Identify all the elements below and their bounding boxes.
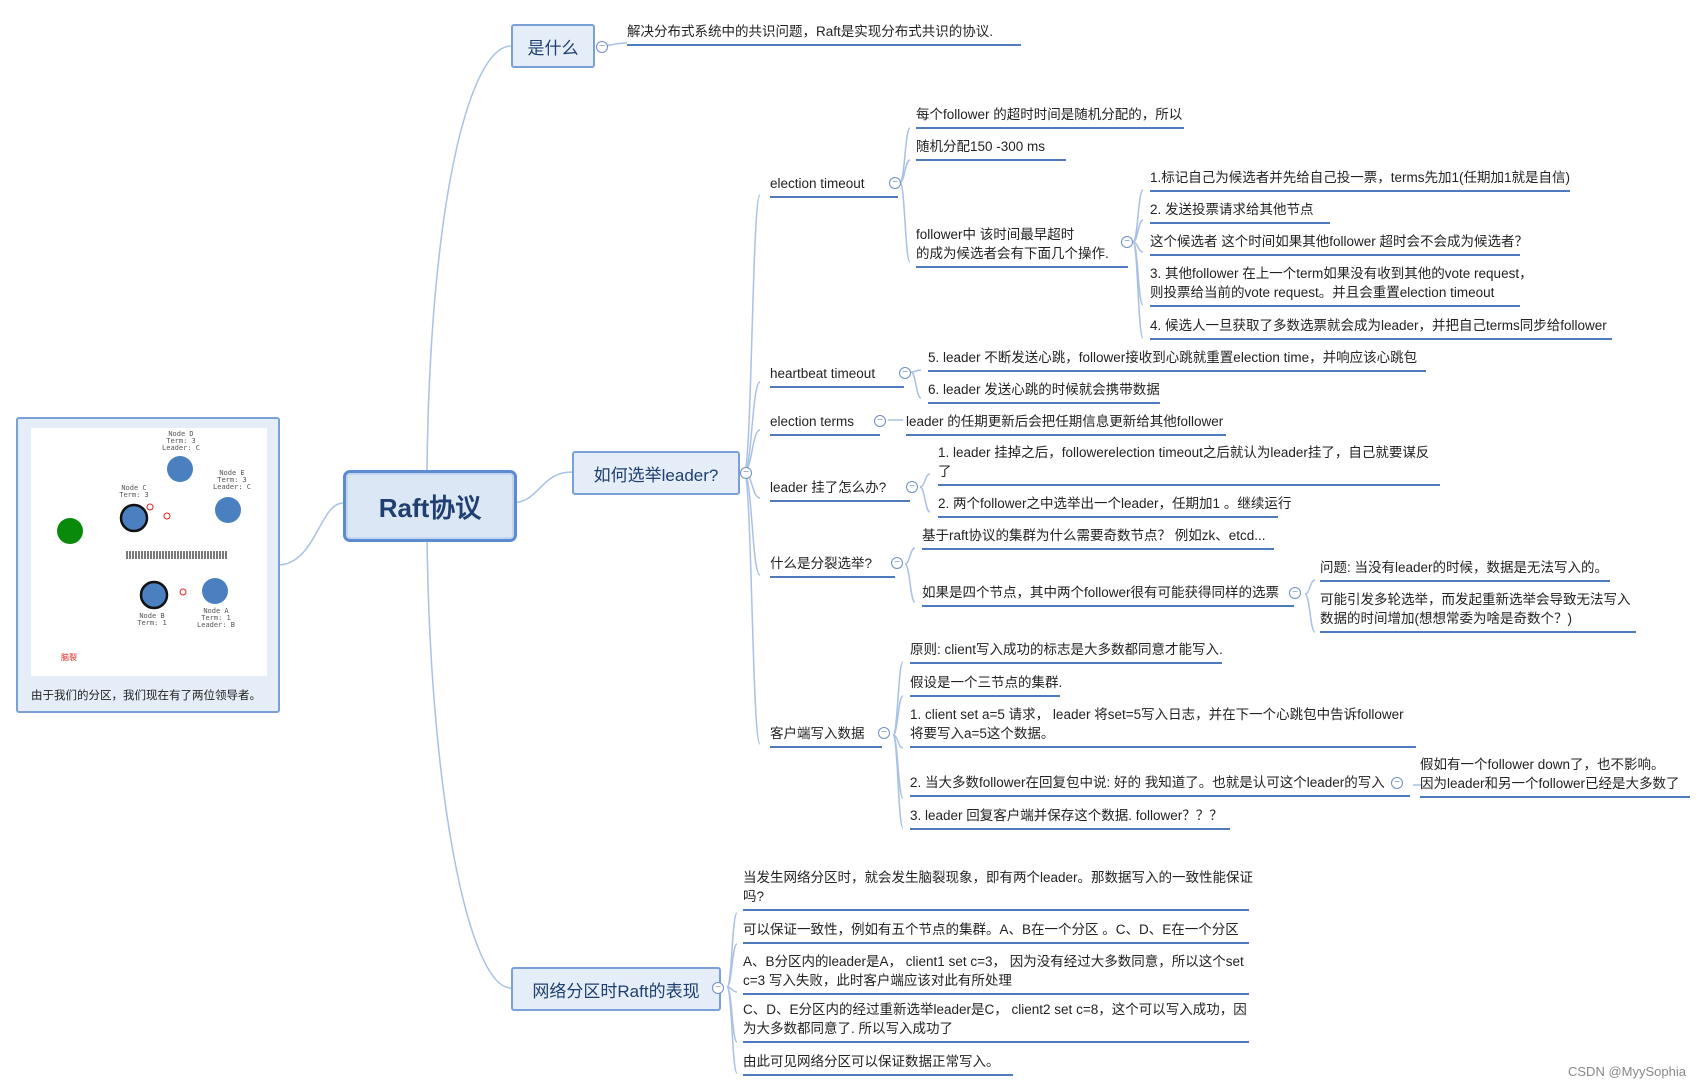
split-brain-label: 脑裂 [61, 653, 77, 662]
topic-elect-label: 如何选举leader? [593, 465, 719, 485]
msg-dot-c [146, 503, 154, 511]
client-write-node[interactable]: 客户端写入数据 [770, 724, 882, 748]
node-d-circle [167, 456, 193, 482]
collapse-client-write-c4-icon[interactable]: − [1391, 777, 1403, 789]
partition-p1[interactable]: 当发生网络分区时，就会发生脑裂现象，即有两个leader。那数据写入的一致性能保… [743, 868, 1253, 911]
client-write-c2[interactable]: 假设是一个三节点的集群. [910, 673, 1062, 697]
topic-what-label: 是什么 [527, 38, 579, 58]
partition-wall [126, 551, 227, 559]
what-description[interactable]: 解决分布式系统中的共识问题，Raft是实现分布式共识的协议. [627, 22, 1021, 46]
client-green-dot [57, 518, 83, 544]
collapse-election-timeout-icon[interactable]: − [889, 177, 901, 189]
collapse-leader-down-icon[interactable]: − [906, 481, 918, 493]
root-label: Raft协议 [378, 492, 482, 523]
collapse-what-icon[interactable]: − [596, 41, 608, 53]
client-write-c4-note[interactable]: 假如有一个follower down了，也不影响。 因为leader和另一个fo… [1420, 755, 1690, 798]
collapse-ops-icon[interactable]: − [1121, 236, 1133, 248]
image-caption: 由于我们的分区，我们现在有了两位领导者。 [31, 690, 261, 702]
election-timeout-node[interactable]: election timeout [770, 174, 898, 198]
partition-p5[interactable]: 由此可见网络分区可以保证数据正常写入。 [743, 1052, 1013, 1076]
cluster-diagram [57, 456, 241, 610]
op-4[interactable]: 4. 候选人一旦获取了多数选票就会成为leader，并把自己terms同步给fo… [1150, 316, 1612, 340]
op-2[interactable]: 2. 发送投票请求给其他节点 [1150, 200, 1330, 224]
op-candidate-question[interactable]: 这个候选者 这个时间如果其他follower 超时会不会成为候选者？ [1150, 232, 1528, 256]
leader-down-c1[interactable]: 1. leader 挂掉之后，followerelection timeout之… [938, 443, 1440, 486]
watermark: CSDN @MyySophia [1568, 1064, 1686, 1079]
msg-dot-ce [163, 512, 171, 520]
heartbeat-node[interactable]: heartbeat timeout [770, 364, 904, 388]
terms-c1[interactable]: leader 的任期更新后会把任期信息更新给其他follower [906, 412, 1226, 436]
split-answer[interactable]: 可能引发多轮选举，而发起重新选举会导致无法写入 数据的时间增加(想想常委为啥是奇… [1320, 590, 1636, 633]
msg-dot-ba [179, 588, 187, 596]
topic-partition[interactable]: 网络分区时Raft的表现 [511, 967, 721, 1011]
leader-down-node[interactable]: leader 挂了怎么办? [770, 478, 910, 502]
collapse-heartbeat-icon[interactable]: − [899, 367, 911, 379]
node-b-circle [139, 580, 169, 610]
topic-partition-label: 网络分区时Raft的表现 [532, 981, 700, 1001]
collapse-terms-icon[interactable]: − [874, 415, 886, 427]
topic-what[interactable]: 是什么 [511, 24, 595, 68]
heartbeat-c2[interactable]: 6. leader 发送心跳的时候就会携带数据 [928, 380, 1160, 404]
op-1[interactable]: 1.标记自己为候选者并先给自己投一票，terms先加1(任期加1就是自信) [1150, 168, 1570, 192]
split-vote-node[interactable]: 什么是分裂选举? [770, 554, 895, 578]
partition-p3[interactable]: A、B分区内的leader是A， client1 set c=3， 因为没有经过… [743, 952, 1249, 995]
client-write-c1[interactable]: 原则: client写入成功的标志是大多数都同意才能写入. [910, 640, 1223, 664]
collapse-split-c2-icon[interactable]: − [1289, 587, 1301, 599]
leader-down-c2[interactable]: 2. 两个follower之中选举出一个leader，任期加1 。继续运行 [938, 494, 1291, 518]
node-a-circle [202, 578, 228, 604]
terms-node[interactable]: election terms [770, 412, 880, 436]
client-write-c3[interactable]: 1. client set a=5 请求， leader 将set=5写入日志，… [910, 705, 1416, 748]
node-e-circle [215, 497, 241, 523]
heartbeat-c1[interactable]: 5. leader 不断发送心跳，follower接收到心跳就重置electio… [928, 348, 1426, 372]
client-write-c4[interactable]: 2. 当大多数follower在回复包中说: 好的 我知道了。也就是认可这个le… [910, 773, 1410, 797]
election-timeout-c1[interactable]: 每个follower 的超时时间是随机分配的，所以 [916, 105, 1184, 129]
node-c-circle [119, 503, 149, 533]
collapse-elect-icon[interactable]: − [740, 467, 752, 479]
election-timeout-c2[interactable]: 随机分配150 -300 ms [916, 137, 1066, 161]
op-3[interactable]: 3. 其他follower 在上一个term如果没有收到其他的vote requ… [1150, 264, 1533, 307]
collapse-split-icon[interactable]: − [891, 557, 903, 569]
partition-p2[interactable]: 可以保证一致性，例如有五个节点的集群。A、B在一个分区 。C、D、E在一个分区 [743, 920, 1249, 944]
client-write-c5[interactable]: 3. leader 回复客户端并保存这个数据. follower？？？ [910, 806, 1230, 830]
collapse-partition-icon[interactable]: − [712, 982, 724, 994]
collapse-client-write-icon[interactable]: − [878, 727, 890, 739]
partition-p4[interactable]: C、D、E分区内的经过重新选举leader是C， client2 set c=8… [743, 1000, 1249, 1043]
election-timeout-c3[interactable]: follower中 该时间最早超时 的成为候选者会有下面几个操作. [916, 225, 1128, 268]
root-topic[interactable]: Raft协议 [343, 470, 517, 542]
split-question[interactable]: 问题: 当没有leader的时候，数据是无法写入的。 [1320, 558, 1610, 582]
split-c2[interactable]: 如果是四个节点，其中两个follower很有可能获得同样的选票 [922, 583, 1294, 607]
split-c1[interactable]: 基于raft协议的集群为什么需要奇数节点？ 例如zk、etcd... [922, 526, 1274, 550]
topic-elect-leader[interactable]: 如何选举leader? [572, 451, 740, 495]
